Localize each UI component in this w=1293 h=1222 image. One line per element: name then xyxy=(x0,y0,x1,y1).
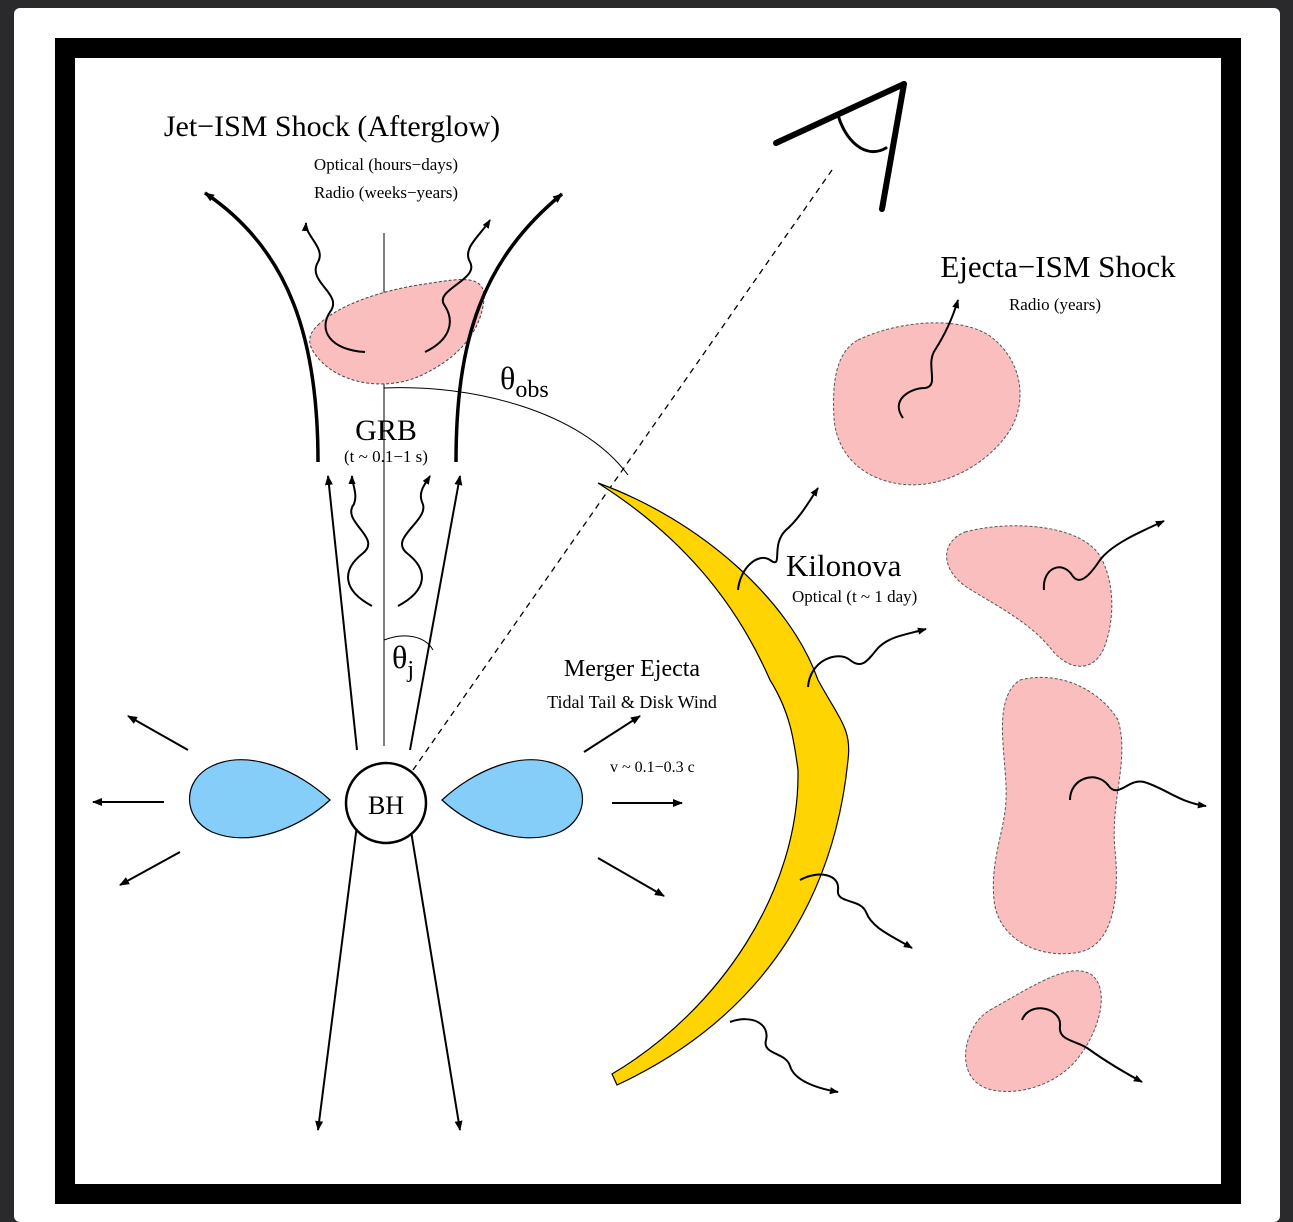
afterglow-optical-label: Optical (hours−days) xyxy=(314,155,458,174)
afterglow-shock-region xyxy=(310,280,484,384)
ejecta-arrow-right-upper xyxy=(584,716,640,752)
jet-arrow-down-right xyxy=(410,825,460,1130)
jet-outer-curve-left xyxy=(205,193,318,462)
grb-timescale-label: (t ~ 0.1−1 s) xyxy=(344,447,428,466)
afterglow-title: Jet−ISM Shock (Afterglow) xyxy=(164,110,500,143)
jet-arrow-up-right xyxy=(410,476,460,750)
merger-ejecta-title: Merger Ejecta xyxy=(564,656,700,682)
ejecta-shock-blob-3 xyxy=(993,677,1122,953)
ejecta-shock-radio-label: Radio (years) xyxy=(1009,295,1101,314)
grb-title: GRB xyxy=(355,414,417,447)
kilonova-wave-2 xyxy=(808,629,926,687)
afterglow-radio-label: Radio (weeks−years) xyxy=(314,183,458,202)
ejecta-arrow-left-upper xyxy=(128,716,188,750)
ejecta-shock-blob-2 xyxy=(947,526,1112,666)
theta-j-label: θj xyxy=(392,639,414,683)
kilonova-wave-4 xyxy=(730,1019,838,1092)
ejecta-arrow-left-lower xyxy=(120,852,180,885)
kilonova-optical-label: Optical (t ~ 1 day) xyxy=(792,587,917,606)
bh-label: BH xyxy=(368,791,404,820)
kilonova-title: Kilonova xyxy=(786,548,902,583)
eye-icon xyxy=(776,84,904,209)
ejecta-arrow-right-lower xyxy=(598,858,664,896)
disk-right xyxy=(442,760,583,838)
grb-wave-left xyxy=(348,476,372,606)
jet-arrow-down-left xyxy=(318,825,357,1130)
grb-wave-right xyxy=(398,476,430,606)
ejecta-shock-blob-1 xyxy=(834,323,1020,485)
jet-outer-curve-right xyxy=(456,194,562,462)
merger-ejecta-subtitle: Tidal Tail & Disk Wind xyxy=(547,692,717,712)
ejecta-shock-title: Ejecta−ISM Shock xyxy=(940,249,1176,284)
merger-ejecta-velocity: v ~ 0.1−0.3 c xyxy=(610,759,695,776)
ejecta-shock-blob-4 xyxy=(966,971,1102,1092)
theta-obs-label: θobs xyxy=(500,360,549,403)
disk-left xyxy=(190,760,331,838)
